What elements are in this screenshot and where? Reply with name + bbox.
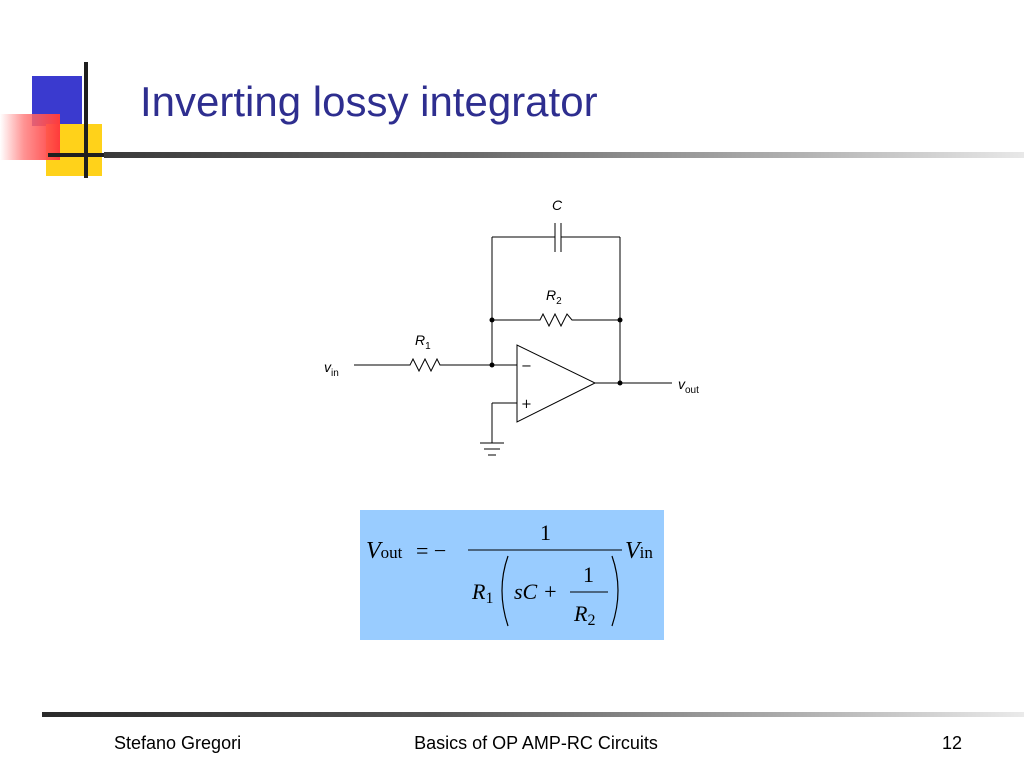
transfer-function: Vout = − 1 R1 sC + 1 R2 Vin (366, 520, 653, 629)
noninverting-sign: + (521, 397, 532, 412)
inverting-sign: − (521, 359, 532, 374)
footer-page-number: 12 (941, 733, 962, 753)
op-amp (516, 344, 597, 423)
title-rule (104, 152, 1024, 158)
decor-vertical-bar (84, 62, 88, 178)
formula-r2: R2 (573, 601, 595, 629)
node-dot (489, 317, 495, 323)
resistor-r2 (537, 312, 575, 328)
decor-horizontal-bar (48, 153, 108, 157)
formula-sc: sC + (514, 579, 558, 604)
formula-lhs: Vout (366, 538, 403, 564)
formula-equals: = − (416, 538, 446, 563)
slide-title: Inverting lossy integrator (140, 78, 598, 125)
capacitor-label: C (552, 197, 563, 213)
footer-rule (42, 712, 1024, 717)
resistor-r1 (406, 357, 444, 373)
left-paren (501, 555, 509, 627)
node-dot (617, 380, 623, 386)
circuit-diagram: C R2 R1 vin vout − + (324, 197, 699, 456)
formula-r1: R1 (471, 579, 493, 607)
vout-label: vout (678, 376, 699, 396)
r1-label: R1 (415, 332, 431, 352)
formula-rhs: Vin (625, 538, 653, 564)
formula-inner-numerator: 1 (583, 562, 594, 587)
node-dot (617, 317, 623, 323)
footer-course: Basics of OP AMP-RC Circuits (414, 733, 658, 753)
r2-label: R2 (546, 287, 562, 307)
node-dot (489, 362, 495, 368)
decor-red-square (0, 114, 60, 160)
vin-label: vin (324, 359, 339, 379)
footer-author: Stefano Gregori (114, 733, 242, 753)
formula-numerator: 1 (540, 520, 551, 545)
formula-box: Vout = − 1 R1 sC + 1 R2 Vin (360, 510, 664, 640)
right-paren (611, 555, 619, 627)
